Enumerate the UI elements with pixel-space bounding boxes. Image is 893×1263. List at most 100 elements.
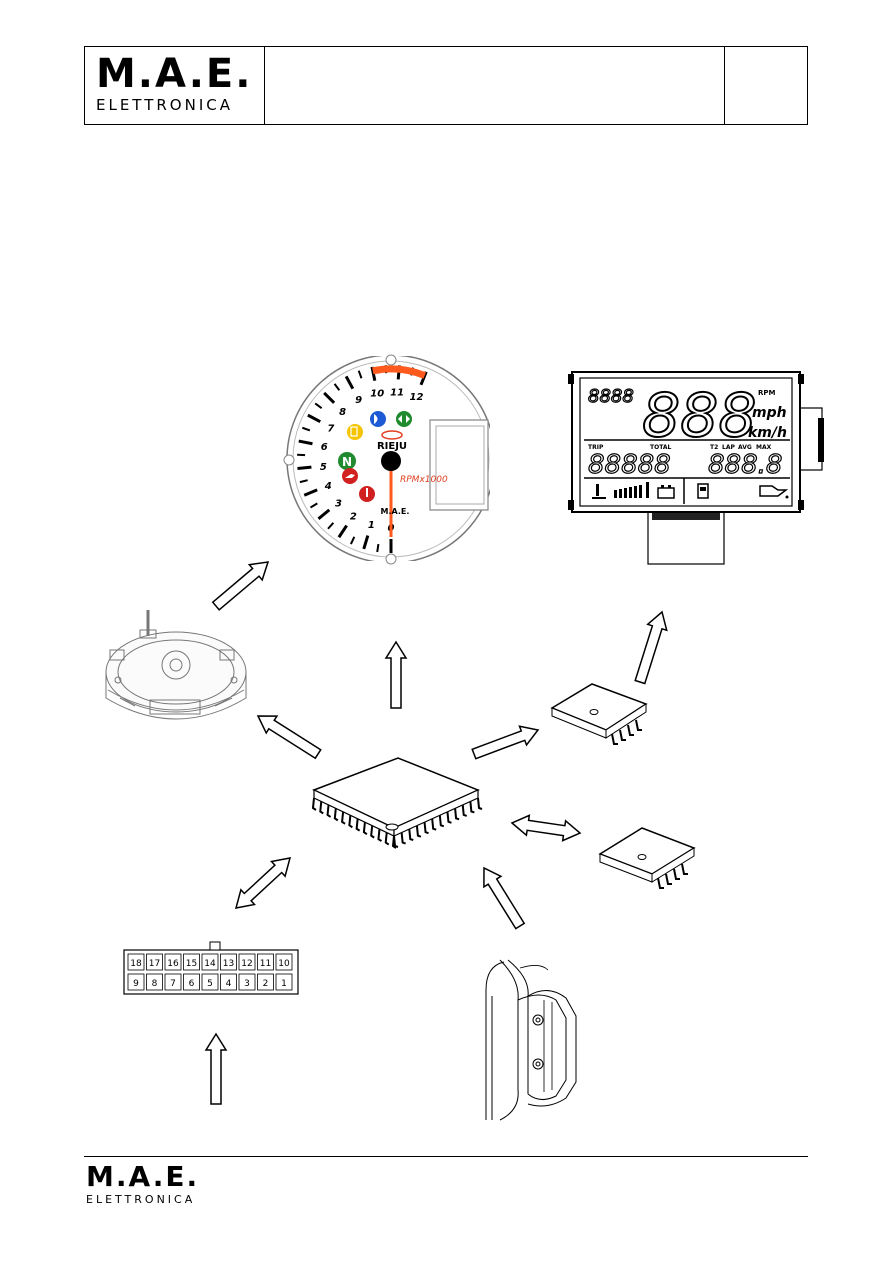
connector-pin-label: 13 xyxy=(223,959,234,969)
tach-scale-number: 10 xyxy=(370,388,384,399)
tachometer: 0123456789101112 N RIEJU xyxy=(283,354,490,565)
microcontroller-chip xyxy=(311,757,483,849)
tach-scale-number: 2 xyxy=(350,512,357,523)
header-frame xyxy=(84,46,808,125)
tach-tick xyxy=(299,479,308,484)
connector-pin-label: 12 xyxy=(241,959,252,969)
lcd-speed-digits: 888 xyxy=(642,381,757,451)
tach-scale-number: 6 xyxy=(321,442,328,453)
turn-signal-icon xyxy=(396,411,412,427)
tach-tick xyxy=(337,524,348,539)
lcd-mph-unit: mph xyxy=(752,405,787,421)
tach-brand: RIEJU xyxy=(377,441,407,452)
arrow xyxy=(634,610,668,685)
connector-pin-label: 2 xyxy=(263,979,269,989)
footer-rule xyxy=(84,1156,808,1157)
footer-logo-main: M.A.E. xyxy=(86,1160,200,1193)
tach-scale-number: 5 xyxy=(320,462,327,473)
tach-tick xyxy=(327,522,335,530)
fuel-pump-icon xyxy=(697,483,709,499)
tach-scale-number: 3 xyxy=(335,498,342,509)
connector-pin-label: 15 xyxy=(186,959,197,969)
tach-tick xyxy=(303,488,318,497)
tach-tick xyxy=(314,402,323,409)
tach-scale-number: 9 xyxy=(355,395,362,406)
oil-icon xyxy=(342,468,358,484)
eeprom-chip xyxy=(598,827,696,889)
lcd-right-digits: 888.8 xyxy=(708,450,782,480)
tach-scale: 0123456789101112 xyxy=(320,387,424,534)
tach-tick xyxy=(357,370,363,379)
battery-icon xyxy=(657,485,675,499)
lcd-right-label: T2 xyxy=(710,444,718,451)
tach-scale-number: 4 xyxy=(324,481,332,492)
lcd-trip-label: TRIP xyxy=(588,444,604,451)
tach-hub xyxy=(381,451,401,471)
connector-pin-label: 6 xyxy=(189,979,195,989)
header-divider xyxy=(264,46,265,125)
connector-pin-label: 16 xyxy=(167,959,179,969)
arrow xyxy=(204,1032,228,1105)
tach-tick xyxy=(344,375,355,390)
connector-pin-label: 1 xyxy=(281,979,287,989)
stepper-motor xyxy=(105,610,247,720)
arrow xyxy=(384,640,408,709)
connector-pin-label: 7 xyxy=(170,979,176,989)
fuel-icon xyxy=(347,424,363,440)
connector-pin-label: 10 xyxy=(278,959,290,969)
arrow xyxy=(483,866,526,930)
lcd-right-label: MAX xyxy=(756,444,772,451)
tach-tick xyxy=(298,439,313,446)
footer-logo: M.A.E. ELETTRONICA xyxy=(86,1163,216,1209)
tach-scale-number: 12 xyxy=(410,392,424,403)
connector-pin-label: 11 xyxy=(260,959,271,969)
tach-tick xyxy=(349,536,356,545)
connector-pin-label: 5 xyxy=(207,979,213,989)
header-logo: M.A.E. ELETTRONICA xyxy=(96,54,256,120)
neutral-icon: N xyxy=(338,452,356,470)
tach-tick xyxy=(317,508,331,520)
lcd-total-label: TOTAL xyxy=(650,444,671,451)
fuel-bar-gauge-icon xyxy=(614,482,649,498)
temperature-icon xyxy=(359,486,375,502)
tach-lcd-window xyxy=(429,419,489,511)
arrow xyxy=(211,561,270,611)
header-divider xyxy=(724,46,725,125)
lcd-odometer-digits: 88888 xyxy=(588,450,671,480)
connector-pin-label: 8 xyxy=(152,979,158,989)
connector-pin-label: 3 xyxy=(244,979,250,989)
neutral-letter: N xyxy=(342,455,352,469)
footer-logo-sub: ELETTRONICA xyxy=(86,1193,196,1206)
header-logo-sub: ELETTRONICA xyxy=(96,96,233,114)
display-driver-chip xyxy=(550,683,648,745)
tach-rpm-label: RPMx1000 xyxy=(400,475,448,485)
tach-scale-number: 7 xyxy=(327,423,334,434)
tach-tick xyxy=(333,383,341,391)
chip-pins-right xyxy=(393,797,483,848)
lcd-right-label: LAP xyxy=(722,444,735,451)
brand-emblem-icon xyxy=(381,430,403,440)
tach-tick xyxy=(323,391,336,404)
tach-scale-number: 8 xyxy=(339,407,346,418)
tach-scale-number: 1 xyxy=(368,520,375,531)
lcd-rpm-unit: RPM xyxy=(758,389,776,397)
arrow xyxy=(256,715,322,760)
tach-tick xyxy=(309,502,318,509)
lcd-small-digits: 8888 xyxy=(588,386,634,407)
bidirectional-arrow xyxy=(510,814,582,842)
tach-scale-number: 11 xyxy=(390,387,404,398)
connector-pin-label: 9 xyxy=(133,979,139,989)
lcd-right-label: AVG xyxy=(738,444,752,451)
bidirectional-arrow xyxy=(234,857,292,909)
tach-tick xyxy=(307,413,321,423)
connector-pin-label: 4 xyxy=(226,979,232,989)
tach-redline xyxy=(372,365,427,379)
connector-pin-label: 17 xyxy=(149,959,160,969)
speed-sensor-drawing xyxy=(485,959,577,1121)
connector-pin-label: 18 xyxy=(130,959,142,969)
tach-tick xyxy=(302,426,311,432)
